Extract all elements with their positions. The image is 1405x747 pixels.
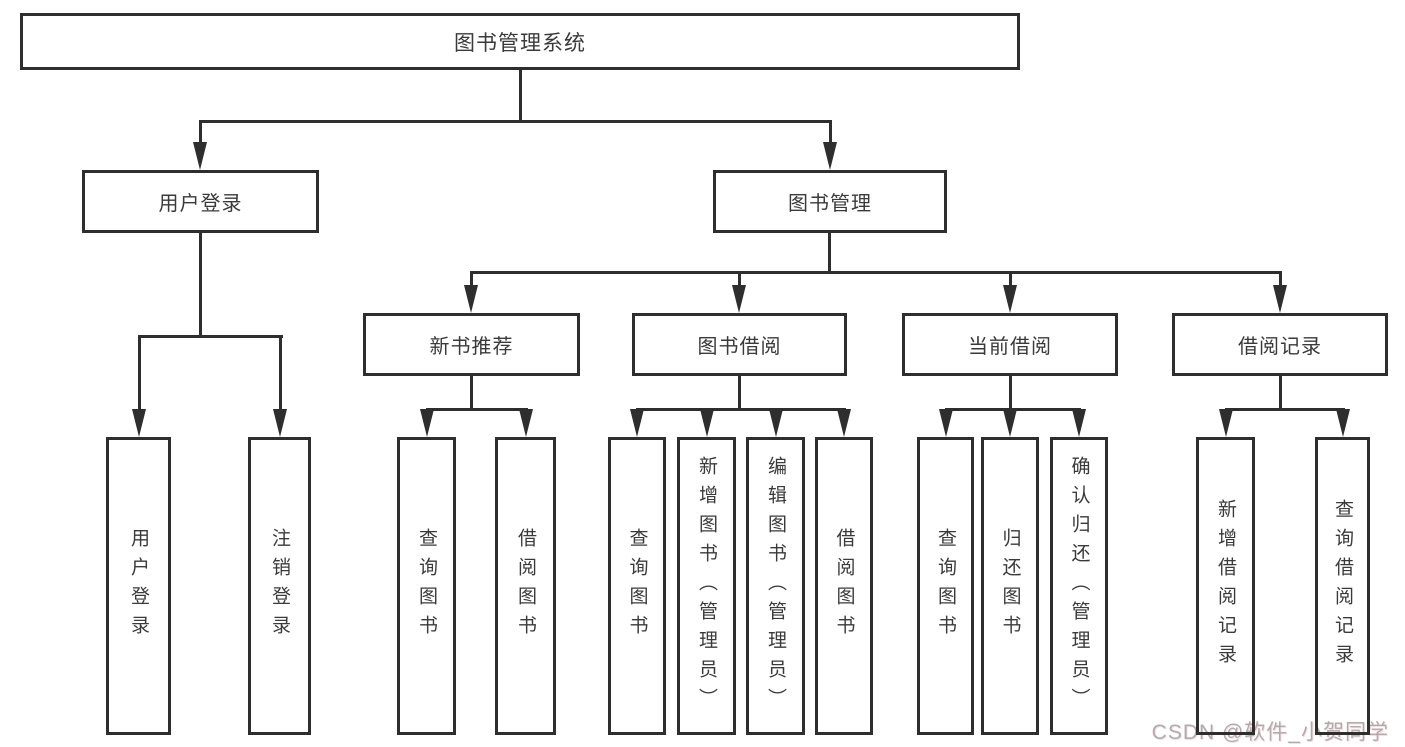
node-label: 当前借阅 (968, 336, 1052, 358)
node-label: 编辑图书（管理员） (765, 455, 786, 717)
node-borrowing-records: 借阅记录 (1172, 313, 1388, 376)
node-label: 借阅记录 (1238, 336, 1322, 358)
arrowhead-down-icon (1219, 409, 1233, 437)
node-label: 新书推荐 (429, 336, 514, 358)
node-label: 图书管理 (788, 193, 872, 215)
connector-line (470, 272, 473, 287)
node-label: 确认归还（管理员） (1068, 455, 1090, 717)
connector-line (199, 121, 202, 144)
arrowhead-down-icon (823, 142, 837, 170)
leaf-query-books-recommend: 查询图书 (397, 437, 456, 735)
connector-line (828, 233, 831, 274)
connector-line (279, 336, 282, 411)
leaf-borrow-books-recommend: 借阅图书 (495, 437, 556, 735)
connector-line (1225, 408, 1345, 411)
leaf-add-book-admin: 新增图书（管理员） (677, 437, 736, 735)
leaf-query-books-current: 查询图书 (917, 437, 974, 735)
arrowhead-down-icon (1003, 285, 1017, 313)
node-label: 用户登录 (158, 193, 243, 215)
node-label: 借阅图书 (515, 528, 536, 644)
leaf-query-borrow-record: 查询借阅记录 (1315, 437, 1370, 735)
connector-line (426, 408, 528, 411)
node-label: 查询图书 (416, 528, 437, 644)
arrowhead-down-icon (769, 409, 783, 437)
connector-line (829, 121, 832, 144)
arrowhead-down-icon (1336, 409, 1350, 437)
leaf-user-login: 用户登录 (106, 437, 171, 735)
arrowhead-down-icon (519, 409, 533, 437)
connector-line (519, 69, 522, 122)
connector-line (636, 408, 846, 411)
arrowhead-down-icon (1072, 409, 1086, 437)
node-label: 图书管理系统 (454, 31, 586, 55)
connector-line (199, 233, 202, 337)
node-label: 归还图书 (999, 528, 1021, 644)
connector-line (1279, 272, 1282, 287)
node-label: 注销登录 (269, 528, 290, 644)
arrowhead-down-icon (1003, 409, 1017, 437)
connector-line (738, 272, 741, 287)
arrowhead-down-icon (700, 409, 714, 437)
leaf-return-books: 归还图书 (981, 437, 1039, 735)
node-user-login: 用户登录 (82, 170, 319, 233)
connector-line (1279, 376, 1282, 411)
leaf-logout: 注销登录 (248, 437, 311, 735)
leaf-confirm-return-admin: 确认归还（管理员） (1050, 437, 1108, 735)
leaf-edit-book-admin: 编辑图书（管理员） (746, 437, 805, 735)
leaf-borrow-books-borrowing: 借阅图书 (815, 437, 873, 735)
node-label: 查询图书 (935, 528, 956, 644)
arrowhead-down-icon (273, 409, 287, 437)
arrowhead-down-icon (630, 409, 644, 437)
node-book-management: 图书管理 (713, 170, 947, 233)
connector-line (138, 335, 283, 338)
node-label: 图书借阅 (697, 336, 782, 358)
connector-line (470, 376, 473, 411)
connector-line (738, 376, 741, 411)
arrowhead-down-icon (732, 285, 746, 313)
node-current-borrowing: 当前借阅 (902, 313, 1118, 376)
arrowhead-down-icon (420, 409, 434, 437)
connector-line (199, 120, 832, 123)
arrowhead-down-icon (837, 409, 851, 437)
node-label: 新增借阅记录 (1215, 499, 1236, 673)
arrowhead-down-icon (939, 409, 953, 437)
node-label: 查询图书 (626, 528, 648, 644)
node-label: 新增图书（管理员） (696, 455, 717, 717)
node-label: 查询借阅记录 (1332, 499, 1353, 673)
leaf-add-borrow-record: 新增借阅记录 (1196, 437, 1255, 735)
node-book-borrowing: 图书借阅 (632, 313, 847, 376)
connector-line (1009, 376, 1012, 411)
arrowhead-down-icon (1273, 285, 1287, 313)
csdn-watermark: CSDN @软件_小贺同学 (1151, 721, 1389, 744)
node-library-management-system: 图书管理系统 (20, 13, 1020, 70)
arrowhead-down-icon (193, 142, 207, 170)
leaf-query-books-borrowing: 查询图书 (608, 437, 666, 735)
node-new-book-recommendation: 新书推荐 (363, 313, 580, 376)
connector-line (138, 336, 141, 411)
node-label: 借阅图书 (833, 528, 855, 644)
arrowhead-down-icon (464, 285, 478, 313)
connector-line (1009, 272, 1012, 287)
arrowhead-down-icon (132, 409, 146, 437)
node-label: 用户登录 (128, 528, 149, 644)
connector-line (470, 271, 1282, 274)
